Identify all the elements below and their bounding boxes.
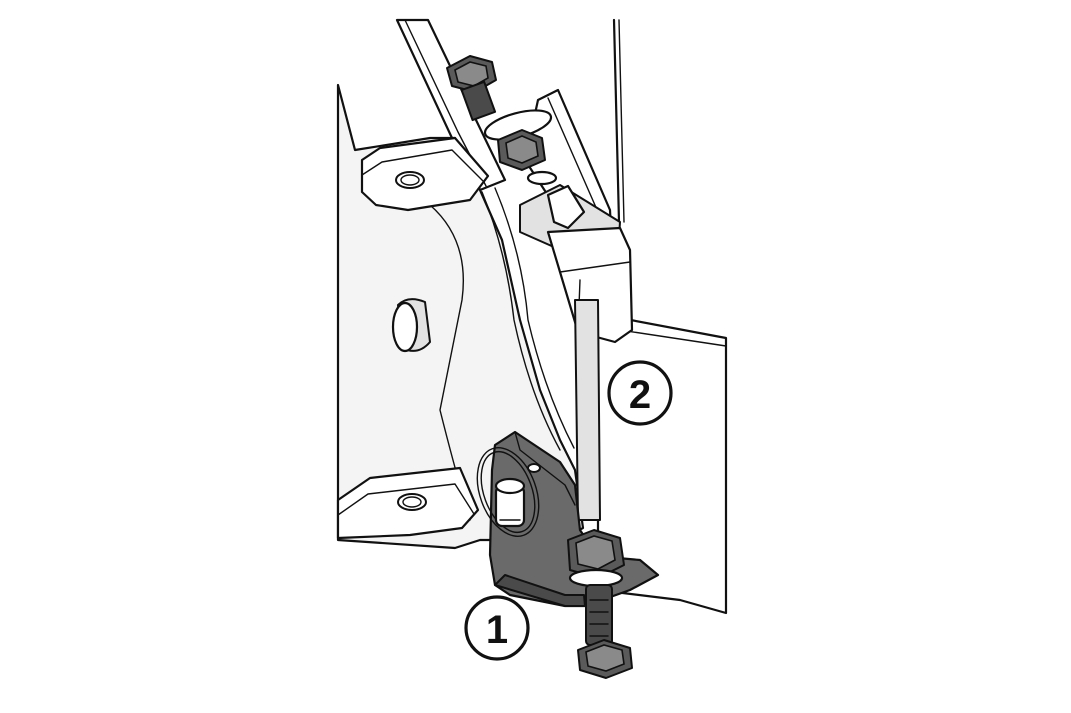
callout-2-label: 2 — [629, 373, 651, 417]
lower-bolt — [567, 529, 633, 679]
pivot-block — [519, 88, 634, 521]
cylinder-pin — [391, 298, 431, 353]
flange-hole-bottom — [397, 493, 427, 511]
callout-1-label: 1 — [486, 608, 508, 652]
bottom-flange — [336, 466, 480, 540]
callout-1: 1 — [464, 595, 530, 661]
top-bolt — [446, 55, 558, 186]
top-flange — [360, 136, 490, 212]
flange-hole-top — [395, 171, 425, 189]
lynch-pin — [476, 447, 540, 537]
callout-2: 2 — [607, 360, 673, 426]
guide-rod — [612, 18, 625, 224]
